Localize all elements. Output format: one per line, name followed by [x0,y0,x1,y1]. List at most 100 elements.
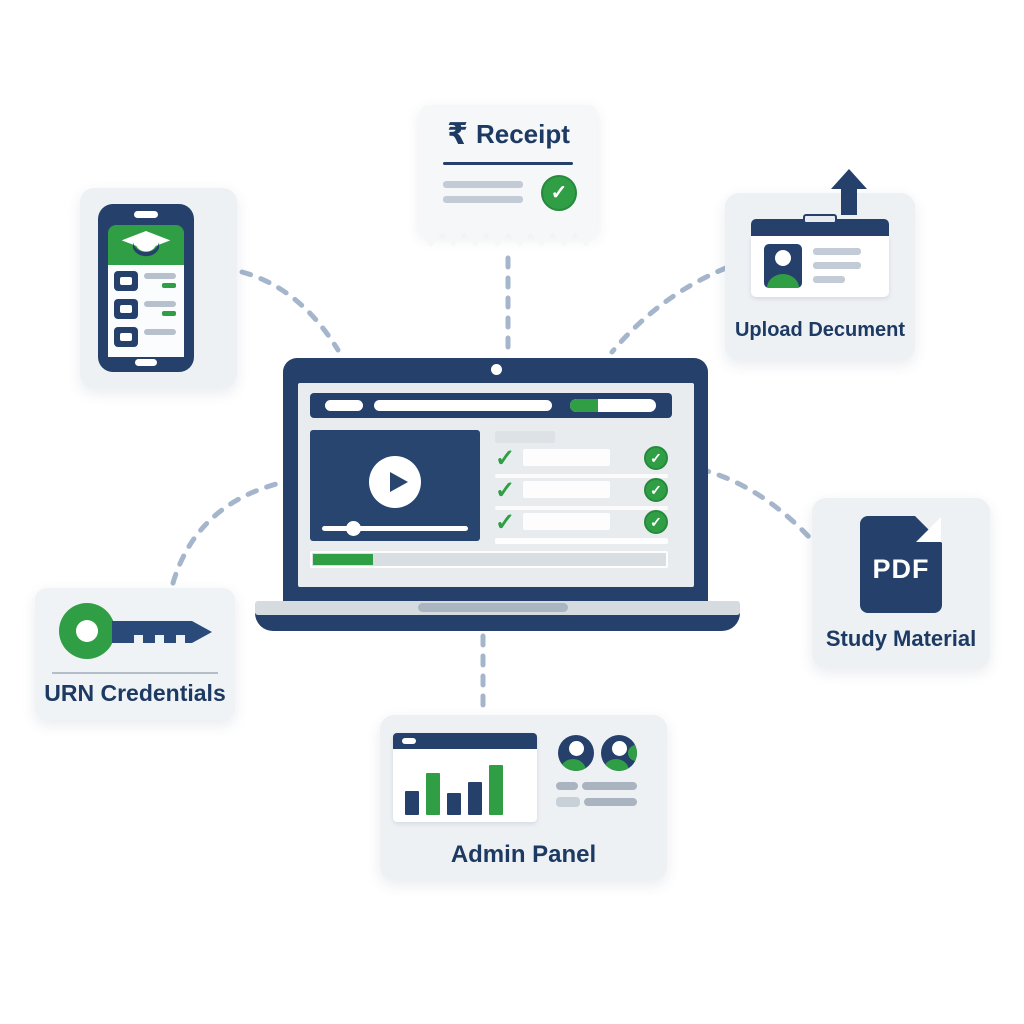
chart-bar [468,782,482,815]
urn-credentials-label: URN Credentials [44,680,226,706]
laptop-base [255,601,740,615]
card-mobile-app [80,188,237,388]
id-card-icon [751,214,889,297]
connector-laptop-pdf [697,466,813,541]
check-circle-icon: ✓ [644,478,668,502]
app-header [108,225,184,265]
list-thumb-icon [114,299,138,319]
upload-label: Upload Decument [734,319,906,341]
check-circle-icon: ✓ [644,510,668,534]
card-receipt: ₹ Receipt ✓ [420,105,597,233]
check-icon: ✓ [495,509,516,536]
list-thumb-icon [114,271,138,291]
pdf-fold-inner [916,517,941,542]
receipt-label: Receipt [475,119,570,149]
stat-bar [584,798,637,806]
phone-home-button [135,359,157,366]
chart-bar [447,793,461,815]
bar-chart-icon [405,763,525,815]
connector-phone-laptop [239,269,341,353]
video-seek-bar[interactable] [322,521,468,536]
app-list-item [114,327,178,349]
id-text-bar [813,276,845,283]
webcam-icon [490,364,502,375]
key-icon [59,603,212,659]
graduation-cap-icon [121,231,171,257]
id-card-header [751,219,889,236]
phone-icon [98,204,194,372]
checklist-item-bar [523,449,610,466]
play-icon [390,472,408,492]
pdf-badge: PDF [872,554,930,584]
avatar-body [767,274,799,288]
chart-bar [426,773,440,815]
list-progress-bar [162,311,176,316]
admin-panel-label: Admin Panel [450,841,597,868]
list-text-bar [144,329,176,335]
laptop: ✓ ✓ ✓ ✓ ✓ ✓ [283,358,708,602]
receipt-text-bar [443,181,523,188]
list-thumb-icon [114,327,138,347]
receipt-title: ₹ Receipt [420,117,597,152]
connector-upload-laptop [609,265,729,355]
laptop-base-bottom [255,613,740,631]
user-avatar-icon [601,735,637,771]
check-icon: ✓ [495,445,516,472]
check-icon: ✓ [495,477,516,504]
pdf-file-icon: PDF [860,516,942,613]
seek-knob[interactable] [346,521,361,536]
window-header [393,733,537,749]
card-admin-panel: Admin Panel [380,715,667,880]
avatar-head [611,741,627,756]
toolbar-progress-bar [570,399,656,412]
divider [52,672,218,674]
toolbar-progress-fill [570,399,599,412]
card-urn-credentials: URN Credentials [35,588,235,720]
browser-toolbar [310,393,672,418]
toolbar-button [325,400,363,411]
receipt-text-bar [443,196,523,203]
avatar-body [603,759,629,771]
upload-arrow-icon [831,169,867,215]
divider [495,506,668,510]
app-list [108,265,184,357]
video-player [310,430,480,541]
checklist-row: ✓ ✓ [495,509,668,536]
stat-pill [556,797,580,807]
study-material-label: Study Material [825,626,977,651]
play-button[interactable] [369,456,421,508]
stat-bar [582,782,637,790]
list-progress-bar [162,283,176,288]
stat-pill [556,782,578,790]
laptop-screen: ✓ ✓ ✓ ✓ ✓ ✓ [298,383,694,587]
avatar-accent [628,745,637,761]
avatar-head [568,741,584,756]
chart-bar [405,791,419,815]
id-card-body [751,236,889,297]
list-text-bar [144,273,176,279]
list-text-bar [144,301,176,307]
course-progress-fill [313,554,373,565]
user-avatar-icon [558,735,594,771]
avatar-head [775,250,791,266]
photo-avatar [764,244,802,288]
check-circle-icon: ✓ [644,446,668,470]
phone-speaker [134,211,158,218]
connector-credentials-laptop [170,480,283,586]
laptop-notch [417,603,568,612]
checklist-item-bar [523,513,610,530]
checklist-row: ✓ ✓ [495,445,668,472]
checklist-header [495,431,555,443]
course-progress-bar [310,551,668,568]
checklist-item-bar [523,481,610,498]
id-card-clip [803,214,837,224]
divider [495,474,668,478]
divider [443,162,573,165]
avatar-body [560,759,586,771]
id-text-bar [813,248,861,255]
card-study-material: PDF Study Material [812,498,990,668]
id-text-bar [813,262,861,269]
chart-bar [489,765,503,815]
